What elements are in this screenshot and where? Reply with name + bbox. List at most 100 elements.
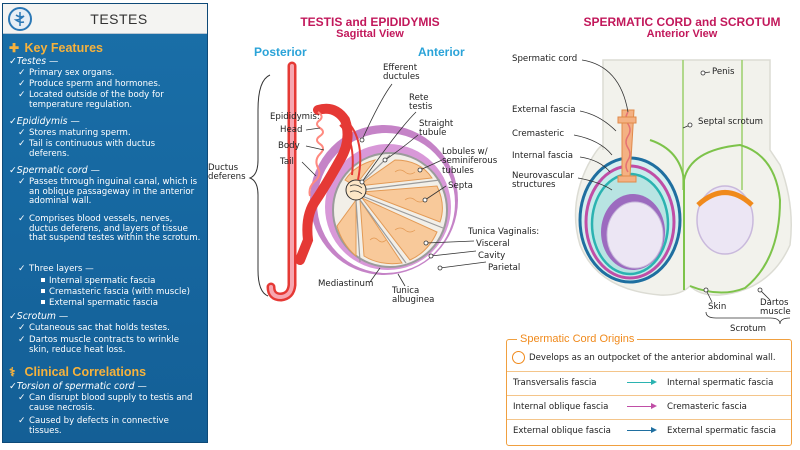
epididymis (295, 103, 353, 265)
right-epididymis (696, 190, 754, 207)
scrotum-label: ✓Scrotum — (9, 311, 69, 322)
tunica-albuginea-label: Tunica albuginea (392, 286, 435, 306)
list-item: ✓Primary sex organs. (18, 68, 115, 78)
visceral-label: Visceral (476, 239, 510, 249)
plus-icon: ✚ (9, 41, 20, 55)
scrotum-title: SPERMATIC CORD and SCROTUM Anterior View (583, 15, 781, 40)
mediastinum-label: Mediastinum (318, 279, 374, 289)
square-bullet-icon (41, 300, 45, 304)
penis-label: Penis (712, 67, 735, 77)
anterior-label: Anterior (418, 45, 465, 59)
logo-icon (8, 7, 32, 31)
spermatic-cord-label: Spermatic cord (512, 54, 578, 64)
origin-row: Internal oblique fascia Cremasteric fasc… (507, 395, 791, 417)
list-item: ✓Located outside of the body for tempera… (18, 90, 164, 110)
testes-label: ✓Testes — (9, 56, 59, 67)
neurovascular-label: Neurovascular structures (512, 171, 574, 191)
body-label: Body (278, 141, 300, 151)
key-features-heading-text: Key Features (24, 41, 103, 55)
scrotum-label: Scrotum (730, 324, 766, 334)
clinical-heading: ⚕ Clinical Correlations (9, 365, 147, 379)
stethoscope-icon: ⚕ (9, 365, 16, 379)
internal-fascia-label: Internal fascia (512, 151, 573, 161)
list-item: ✓Passes through inguinal canal, which is… (18, 177, 198, 207)
cremasteric-label: Cremasteric (512, 129, 565, 139)
lobules (336, 159, 443, 265)
efferent-ductules-label: Efferent ductules (383, 63, 420, 83)
penis-outline (682, 60, 743, 190)
arrow-icon (627, 378, 657, 385)
septa-label: Septa (448, 181, 473, 191)
square-bullet-icon (41, 289, 45, 293)
layer-item: Cremasteric fascia (with muscle) (41, 287, 190, 298)
efferent-ductules (339, 119, 362, 181)
origin-source: Internal oblique fascia (513, 402, 609, 412)
straight-tubule-label: Straight tubule (419, 119, 454, 139)
torsion-label: ✓Torsion of spermatic cord — (9, 381, 147, 392)
origins-description: Develops as an outpocket of the anterior… (529, 353, 776, 363)
caduceus-icon (13, 12, 25, 26)
arrow-icon (627, 402, 657, 409)
origin-target: Internal spermatic fascia (667, 378, 774, 388)
list-item: ✓Can disrupt blood supply to testis and … (18, 393, 193, 413)
check-icon: ✓ (9, 116, 17, 127)
list-item: ✓Dartos muscle contracts to wrinkle skin… (18, 335, 179, 355)
magnifier-icon (512, 351, 525, 364)
list-item: ✓Three layers — (18, 264, 94, 274)
panel-header: TESTES (3, 4, 207, 34)
origin-row: External oblique fascia External spermat… (507, 419, 791, 441)
list-item: ✓Tail is continuous with ductus deferens… (18, 139, 156, 159)
origins-title: Spermatic Cord Origins (517, 333, 638, 345)
origin-target: External spermatic fascia (667, 426, 776, 436)
origin-source: Transversalis fascia (513, 378, 597, 388)
seminiferous-tubules (369, 169, 426, 243)
left-testis (606, 201, 664, 269)
septal-scrotum-label: Septal scrotum (698, 117, 763, 127)
leader-lines (361, 83, 487, 287)
testis-sagittal (248, 61, 487, 302)
origin-row: Transversalis fascia Internal spermatic … (507, 371, 791, 393)
layer-item: Internal spermatic fascia (41, 276, 155, 287)
ductus-deferens (266, 61, 297, 302)
check-icon: ✓ (9, 311, 17, 322)
tail-label: Tail (280, 157, 294, 167)
check-icon: ✓ (9, 165, 17, 176)
list-item: ✓Caused by defects in connective tissues… (18, 416, 169, 436)
ductus-deferens-label: Ductus deferens (208, 163, 246, 183)
scrotum-anterior (573, 59, 792, 325)
cavity-label: Cavity (478, 251, 506, 261)
testis-title: TESTIS and EPIDIDYMIS Sagittal View (300, 15, 440, 40)
origin-source: External oblique fascia (513, 426, 611, 436)
key-features-heading: ✚ Key Features (9, 41, 103, 55)
list-item: ✓Cutaneous sac that holds testes. (18, 323, 170, 333)
tunica-vaginalis-label: Tunica Vaginalis: (468, 227, 540, 237)
rete-testis-label: Rete testis (409, 93, 433, 113)
dartos-muscle-label: Dartos muscle (760, 298, 791, 318)
check-icon: ✓ (9, 381, 17, 392)
epididymis-label: Epididymis: (270, 112, 320, 122)
rete-testis (345, 179, 367, 201)
spermatic-cord-origins-box: Spermatic Cord Origins Develops as an ou… (506, 333, 792, 446)
posterior-label: Posterior (254, 45, 307, 59)
arrow-icon (627, 426, 657, 433)
check-icon: ✓ (9, 56, 17, 67)
right-testis (696, 185, 754, 255)
lobules-label: Lobules w/ seminiferous tubules (442, 147, 498, 176)
origin-target: Cremasteric fascia (667, 402, 747, 412)
list-item: ✓Produce sperm and hormones. (18, 79, 161, 89)
panel-title: TESTES (90, 11, 148, 27)
skin-label: Skin (708, 302, 727, 312)
head-label: Head (280, 125, 303, 135)
external-fascia-label: External fascia (512, 105, 576, 115)
square-bullet-icon (41, 278, 45, 282)
epididymis-label: ✓Epididymis — (9, 116, 80, 127)
layer-item: External spermatic fascia (41, 298, 158, 309)
ductus-bracket (248, 74, 271, 297)
dartos-muscle (649, 139, 782, 294)
list-item: ✓Stores maturing sperm. (18, 128, 131, 138)
list-item: ✓Comprises blood vessels, nerves, ductus… (18, 214, 201, 244)
key-features-panel: TESTES ✚ Key Features ✓Testes — ✓Primary… (2, 3, 208, 443)
spermatic-cord-label: ✓Spermatic cord — (9, 165, 100, 176)
parietal-label: Parietal (488, 263, 521, 273)
